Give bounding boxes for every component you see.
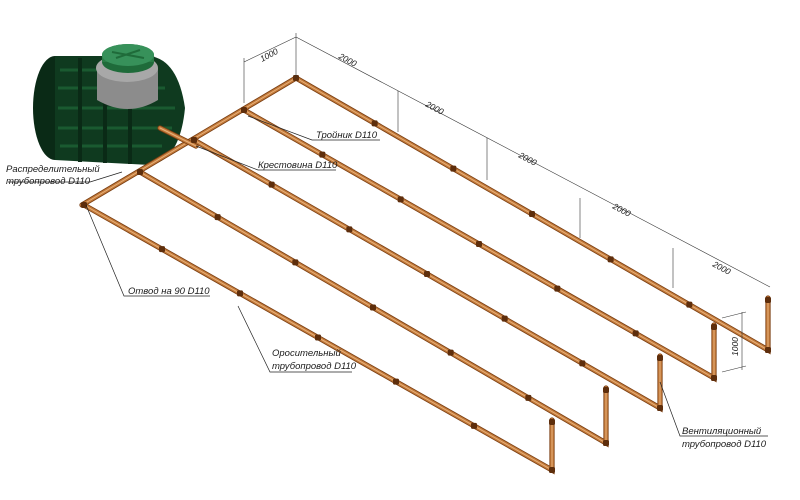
pipe-coupling — [292, 259, 299, 266]
elbow-fitting — [603, 440, 609, 446]
dim-segment-3: 2000 — [516, 149, 539, 167]
vent-cap — [603, 387, 609, 393]
tee-fitting — [191, 137, 197, 143]
leader-lines — [8, 115, 768, 437]
pipe-coupling — [393, 378, 399, 385]
pipe-coupling — [424, 271, 430, 277]
label-irrigation-pipe-2: трубопровод D110 — [272, 361, 357, 372]
pipe-coupling — [214, 214, 221, 221]
tee-fitting — [241, 107, 247, 113]
label-elbow: Отвод на 90 D110 — [128, 286, 210, 297]
vent-cap — [549, 419, 555, 425]
label-distribution-pipe-2: трубопровод D110 — [6, 176, 91, 187]
label-tee: Тройник D110 — [316, 130, 378, 141]
pipe-coupling — [476, 241, 482, 247]
elbow-fitting — [549, 467, 555, 473]
label-vent-pipe-2: трубопровод D110 — [682, 439, 767, 450]
vent-cap — [657, 355, 663, 361]
tank-outlet-pipe — [159, 127, 197, 147]
pipe-coupling — [371, 120, 378, 127]
pipe-coupling — [554, 285, 561, 292]
label-distribution-pipe: Распределительный — [6, 164, 100, 175]
pipe-coupling — [397, 196, 404, 203]
dim-segment-1: 2000 — [336, 50, 359, 68]
pipe-coupling — [501, 315, 508, 322]
dim-vent-height: 1000 — [730, 337, 740, 356]
pipe-coupling — [579, 360, 586, 367]
label-irrigation-pipe: Оросительный — [272, 348, 341, 359]
vent-cap — [711, 324, 717, 330]
pipe-coupling — [447, 349, 454, 356]
pipe-coupling — [632, 330, 639, 337]
pipe-coupling — [686, 301, 693, 308]
pipe-coupling — [471, 422, 477, 429]
pipe-coupling — [237, 290, 243, 297]
septic-tank — [33, 44, 185, 165]
pipe-coupling — [315, 334, 321, 341]
dim-spacing: 1000 — [258, 46, 280, 64]
elbow-fitting — [711, 375, 717, 381]
pipe-coupling — [450, 165, 457, 172]
pipe-coupling — [346, 226, 353, 233]
pipe-coupling — [370, 304, 376, 311]
pipe-coupling — [525, 394, 532, 401]
elbow-fitting — [657, 405, 663, 411]
tee-fitting — [137, 169, 143, 175]
pipe-coupling — [607, 256, 614, 263]
pipe-coupling — [529, 211, 535, 217]
pipe-network — [79, 75, 771, 475]
label-cross: Крестовина D110 — [258, 160, 338, 171]
pipe-coupling — [268, 181, 275, 188]
tee-fitting — [81, 202, 87, 208]
label-vent-pipe: Вентиляционный — [682, 426, 762, 437]
elbow-fitting — [765, 347, 771, 353]
dimension-lines — [243, 33, 771, 373]
dim-segment-5: 2000 — [710, 258, 733, 276]
vent-cap — [765, 297, 771, 303]
pipe-coupling — [159, 246, 165, 253]
pipe-coupling — [319, 151, 326, 158]
dim-segment-4: 2000 — [610, 200, 633, 218]
